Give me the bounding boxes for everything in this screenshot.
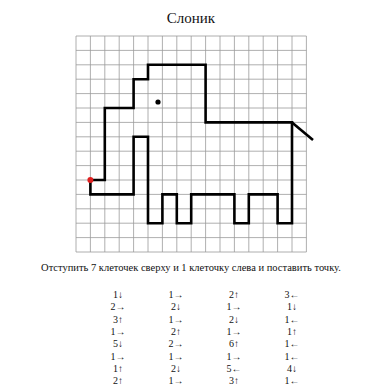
direction-cell: 5↓ bbox=[113, 338, 123, 349]
direction-cell: 1→ bbox=[227, 326, 242, 337]
direction-cell: 6↑ bbox=[229, 338, 239, 349]
grid-line bbox=[76, 50, 306, 51]
title: Слоник bbox=[167, 10, 215, 27]
start-dot bbox=[87, 177, 93, 183]
grid-line bbox=[306, 36, 307, 252]
direction-cell: 3↑ bbox=[113, 314, 123, 325]
grid-line bbox=[76, 165, 306, 166]
direction-cell: 1→ bbox=[169, 375, 184, 386]
grid-lines bbox=[76, 36, 306, 252]
grid-line bbox=[76, 36, 77, 252]
direction-cell: 2↓ bbox=[171, 301, 181, 312]
elephant-eye bbox=[155, 99, 160, 104]
direction-cell: 1← bbox=[285, 375, 300, 386]
direction-cell: 5← bbox=[227, 363, 242, 374]
direction-cell: 1→ bbox=[111, 326, 126, 337]
grid-line bbox=[76, 93, 306, 94]
grid-line bbox=[76, 252, 306, 253]
direction-cell: 1→ bbox=[111, 351, 126, 362]
direction-cell: 1↓ bbox=[287, 301, 297, 312]
grid-line bbox=[76, 79, 306, 80]
direction-cell: 2→ bbox=[169, 338, 184, 349]
grid-line bbox=[76, 36, 306, 37]
grid-line bbox=[220, 36, 221, 252]
grid-line bbox=[76, 180, 306, 181]
direction-cell: 3← bbox=[285, 289, 300, 300]
direction-cell: 1→ bbox=[169, 289, 184, 300]
grid-line bbox=[76, 237, 306, 238]
direction-cell: 1↓ bbox=[113, 289, 123, 300]
direction-cell: 1→ bbox=[227, 351, 242, 362]
direction-cell: 2↑ bbox=[113, 375, 123, 386]
grid-line bbox=[263, 36, 264, 252]
direction-cell: 3↑ bbox=[229, 375, 239, 386]
elephant-outline bbox=[90, 65, 292, 223]
direction-cell: 2→ bbox=[111, 301, 126, 312]
direction-cell: 1↑ bbox=[287, 326, 297, 337]
direction-cell: 2↑ bbox=[171, 326, 181, 337]
grid-line bbox=[76, 136, 306, 137]
elephant-tail bbox=[292, 122, 313, 140]
direction-cell: 4↓ bbox=[287, 363, 297, 374]
direction-cell: 2↓ bbox=[171, 363, 181, 374]
direction-cell: 1← bbox=[285, 314, 300, 325]
instruction-note: Отступить 7 клеточек сверху и 1 клеточку… bbox=[41, 262, 341, 274]
grid-line bbox=[90, 36, 91, 252]
direction-cell: 1← bbox=[285, 338, 300, 349]
grid-line bbox=[119, 36, 120, 252]
direction-cell: 1↑ bbox=[113, 363, 123, 374]
grid-line bbox=[76, 151, 306, 152]
direction-cell: 1→ bbox=[169, 351, 184, 362]
direction-cell: 1← bbox=[285, 351, 300, 362]
direction-cell: 1→ bbox=[169, 314, 184, 325]
direction-cell: 2↓ bbox=[229, 314, 239, 325]
direction-cell: 2↑ bbox=[229, 289, 239, 300]
direction-cell: 1→ bbox=[227, 301, 242, 312]
